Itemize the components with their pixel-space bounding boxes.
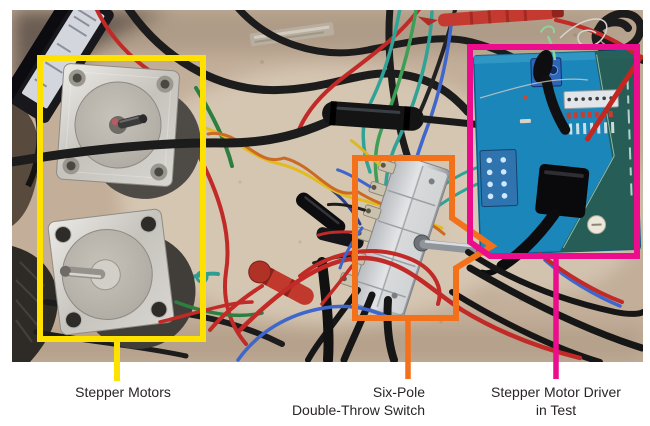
motor-screws (62, 69, 174, 181)
switch-outline (352, 155, 498, 321)
pcb-left-connector (479, 149, 519, 208)
shaft-paint-mark (111, 118, 119, 126)
red-grabber-clip (417, 10, 564, 27)
motor-shaft (59, 265, 106, 280)
oscilloscope-probe (12, 101, 556, 167)
red-supply-wire (585, 54, 643, 142)
driver-box (467, 44, 640, 259)
motor-shaft (117, 114, 148, 129)
motor-screws (54, 215, 168, 329)
driver-pcb (472, 25, 643, 277)
trimpot (587, 215, 607, 235)
stepper-motors-box (37, 55, 206, 342)
bench-speckles (238, 33, 577, 324)
pcb-center-component (535, 163, 590, 218)
photo-content (12, 10, 643, 362)
silkscreen-marks (626, 77, 633, 196)
pcb-black-clip-top (533, 49, 571, 135)
